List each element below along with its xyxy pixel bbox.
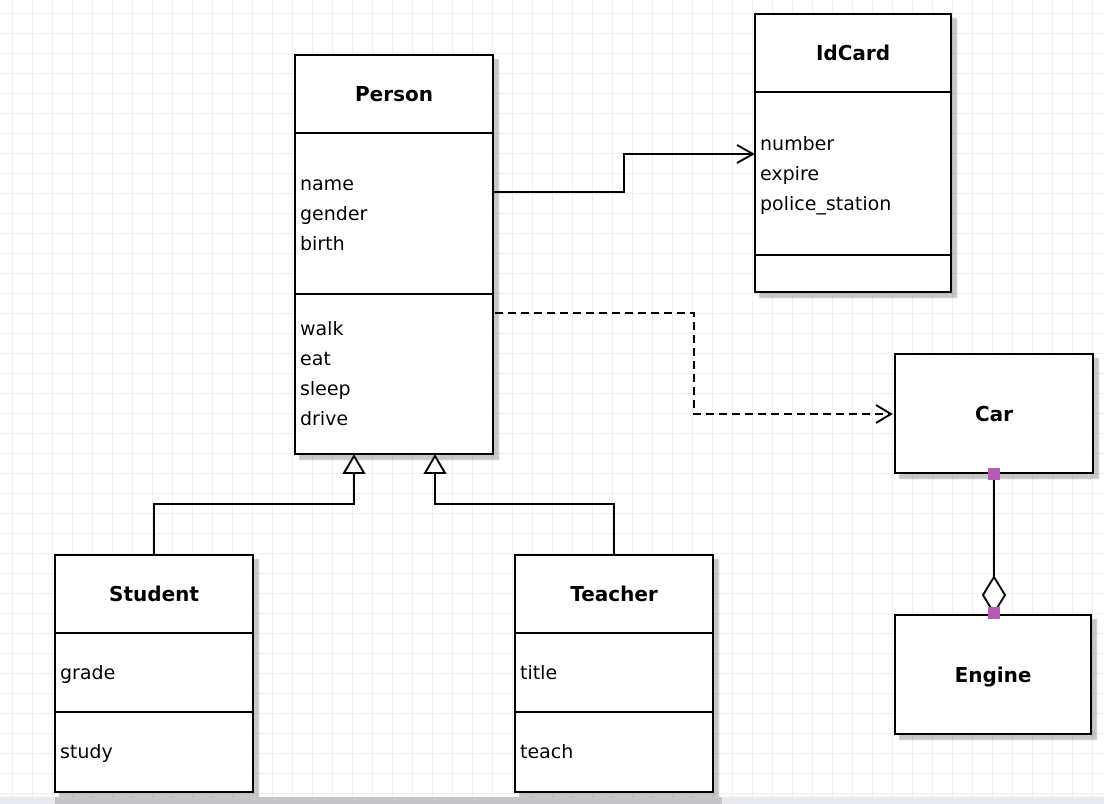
- method: study: [60, 741, 113, 763]
- class-idcard-methods: [756, 254, 950, 291]
- class-person-methods: walk eat sleep drive: [296, 293, 492, 453]
- aggregation-car-engine[interactable]: [981, 468, 1007, 619]
- class-person-attributes: name gender birth: [296, 132, 492, 293]
- open-arrowhead-icon: [875, 404, 893, 424]
- class-idcard-attributes: number expire police_station: [756, 91, 950, 254]
- method: teach: [520, 741, 574, 763]
- class-person[interactable]: Person name gender birth walk eat sleep …: [294, 54, 494, 455]
- hollow-triangle-icon: [423, 454, 447, 474]
- hollow-triangle-icon: [342, 454, 366, 474]
- class-student-attributes: grade: [56, 632, 252, 711]
- generalization-student-person[interactable]: [153, 454, 366, 554]
- class-person-title: Person: [355, 82, 433, 106]
- attribute: number: [760, 132, 835, 155]
- class-engine[interactable]: Engine: [894, 614, 1092, 735]
- class-teacher[interactable]: Teacher title teach: [514, 554, 714, 793]
- attribute: birth: [300, 232, 345, 255]
- class-engine-title: Engine: [954, 662, 1032, 687]
- class-teacher-methods: teach: [516, 711, 712, 791]
- association-person-idcard[interactable]: [494, 144, 756, 193]
- generalization-teacher-person[interactable]: [423, 454, 615, 554]
- class-teacher-attributes: title: [516, 632, 712, 711]
- class-idcard-title: IdCard: [815, 41, 891, 65]
- attribute: expire: [760, 162, 820, 185]
- horizontal-scrollbar-thumb[interactable]: [55, 797, 722, 804]
- attribute: police_station: [760, 192, 892, 215]
- class-student[interactable]: Student grade study: [54, 554, 254, 793]
- attribute: name: [300, 172, 354, 195]
- horizontal-scrollbar-track[interactable]: [0, 797, 1104, 804]
- hollow-diamond-icon: [981, 575, 1007, 615]
- class-car-title: Car: [974, 401, 1014, 426]
- open-arrowhead-icon: [736, 144, 756, 164]
- class-student-methods: study: [56, 711, 252, 791]
- class-student-title: Student: [109, 582, 199, 606]
- attribute: title: [520, 661, 558, 684]
- class-car[interactable]: Car: [894, 353, 1094, 474]
- method: eat: [300, 348, 331, 370]
- method: sleep: [300, 378, 351, 400]
- class-teacher-title: Teacher: [570, 582, 658, 606]
- method: walk: [300, 318, 344, 340]
- class-idcard[interactable]: IdCard number expire police_station: [754, 13, 952, 293]
- attribute: grade: [60, 661, 116, 684]
- attribute: gender: [300, 202, 368, 225]
- dependency-person-car[interactable]: [495, 312, 893, 424]
- method: drive: [300, 408, 349, 430]
